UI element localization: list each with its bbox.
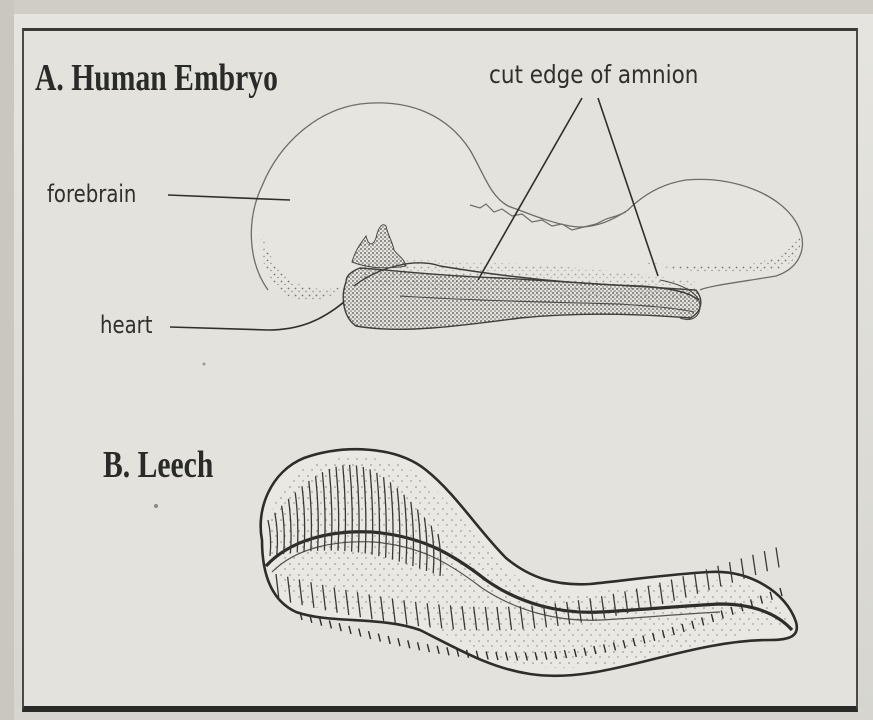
leech-fringe-tick xyxy=(329,620,331,628)
panel-a-title: A. Human Embryo xyxy=(35,56,278,100)
leech-fringe-tick xyxy=(339,623,341,631)
scan-speck xyxy=(154,504,158,508)
leech-fringe-tick xyxy=(378,634,380,642)
label-forebrain: forebrain xyxy=(47,180,136,208)
leech-fringe-tick xyxy=(418,642,420,650)
leech-fringe-tick xyxy=(388,636,390,644)
leech-fringe-tick xyxy=(780,588,782,596)
leech-fringe-tick xyxy=(349,626,351,634)
panel-b-title: B. Leech xyxy=(103,443,213,487)
leech-fringe-tick xyxy=(359,629,361,637)
leech-fringe-tick xyxy=(447,647,449,655)
embryo-head-outline xyxy=(251,103,802,290)
label-heart: heart xyxy=(100,311,152,339)
leech-fringe-tick xyxy=(398,638,400,646)
leech-ring xyxy=(764,551,767,571)
leech-fringe-tick xyxy=(408,640,410,648)
leech-ring xyxy=(776,547,779,567)
scan-speck xyxy=(203,363,206,366)
leech-ring xyxy=(753,555,756,575)
leech-fringe-tick xyxy=(427,644,429,652)
leech-drawing xyxy=(261,449,797,676)
label-cut-edge-of-amnion: cut edge of amnion xyxy=(489,60,698,89)
embryo-drawing xyxy=(251,103,802,329)
leech-fringe-tick xyxy=(437,646,439,654)
leech-texture xyxy=(269,457,788,668)
leech-fringe-tick xyxy=(369,631,371,639)
leader-heart xyxy=(170,302,344,330)
